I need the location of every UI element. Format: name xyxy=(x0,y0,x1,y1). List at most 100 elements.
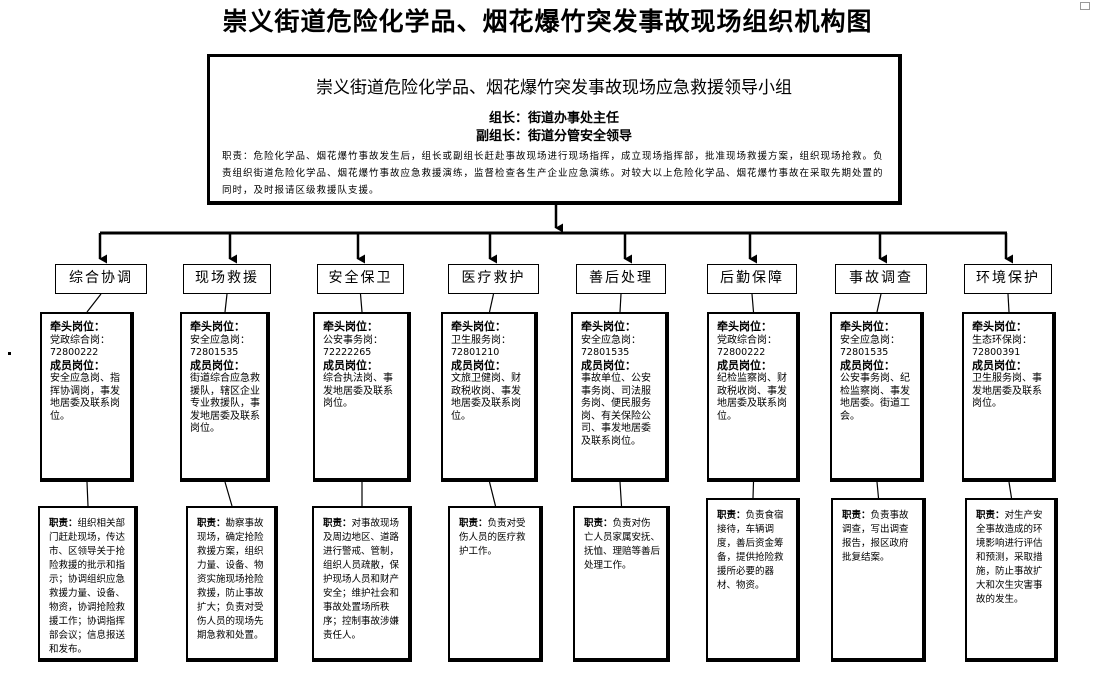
lead-position: 党政综合岗： xyxy=(50,334,110,346)
member-positions: 卫生服务岗、事发地居委及联系岗位。 xyxy=(972,373,1042,409)
phone-number: 72801535 xyxy=(840,347,889,358)
group-leader: 组长：街道办事处主任 xyxy=(488,111,619,126)
department-duty-box: 职责：勘察事故现场，确定抢险救援方案，组织力量、设备、物资实施现场抢险救援，防止… xyxy=(186,506,278,662)
unit-to-duty-connector xyxy=(224,481,233,507)
lead-position: 公安事务岗： xyxy=(323,334,383,346)
member-positions-label: 成员岗位： xyxy=(717,358,772,372)
department-label: 综合协调 xyxy=(55,264,147,294)
department-label: 环境保护 xyxy=(964,264,1052,294)
member-positions-label: 成员岗位： xyxy=(840,358,895,372)
duty-label: 职责： xyxy=(717,510,746,521)
duty-label: 职责： xyxy=(323,518,352,529)
member-positions: 街道综合应急救援队，辖区企业专业救援队，事发地居委及联系岗位。 xyxy=(190,373,260,434)
unit-to-duty-connector xyxy=(752,481,755,499)
phone-number: 72800391 xyxy=(972,347,1021,358)
phone-number: 72800222 xyxy=(50,347,99,358)
member-positions-label: 成员岗位： xyxy=(451,358,506,372)
member-positions-label: 成员岗位： xyxy=(190,358,245,372)
duty-label: 职责： xyxy=(842,510,871,521)
duty-text: 对生产安全事故造成的环境影响进行评估和预测，采取措施，防止事故扩大和次生灾害事故… xyxy=(976,510,1043,605)
department-label: 安全保卫 xyxy=(317,264,404,294)
dept-to-unit-connector xyxy=(224,293,228,313)
member-positions-label: 成员岗位： xyxy=(50,358,105,372)
member-positions-label: 成员岗位： xyxy=(581,358,636,372)
phone-number: 72800222 xyxy=(717,347,766,358)
member-positions: 公安事务岗、纪检监察岗、事发地居委。街道工会。 xyxy=(840,373,910,422)
dept-to-unit-connector xyxy=(619,293,622,313)
department-duty-box: 职责：负责事故调查，写出调查报告，报区政府批复结案。 xyxy=(831,498,926,662)
dept-to-unit-connector xyxy=(751,293,755,313)
phone-number: 72801210 xyxy=(451,347,500,358)
duty-text: 对事故现场及周边地区、道路进行警戒、管制，组织人员疏散，保护现场人员和财产安全；… xyxy=(323,518,400,641)
unit-to-duty-connector xyxy=(619,481,623,507)
department-duty-box: 职责：对生产安全事故造成的环境影响进行评估和预测，采取措施，防止事故扩大和次生灾… xyxy=(965,498,1058,662)
lead-position: 安全应急岗： xyxy=(840,334,900,346)
department-label: 后勤保障 xyxy=(707,264,797,294)
duty-text: 组织相关部门赶赴现场，传达市、区领导关于抢险救援的批示和指示；协调组织应急救援力… xyxy=(49,518,126,655)
duty-label: 职责： xyxy=(49,518,78,529)
duty-text: 负责对伤亡人员家属安抚、抚恤、理赔等善后处理工作。 xyxy=(584,518,661,571)
department-duty-box: 职责：负责食宿接待，车辆调度，善后资金筹备，提供抢险救援所必要的器材、物资。 xyxy=(706,498,800,662)
lead-position: 卫生服务岗： xyxy=(451,334,511,346)
lead-position-label: 牵头岗位： xyxy=(451,320,506,333)
unit-to-duty-connector xyxy=(86,481,89,507)
duty-label: 职责： xyxy=(197,518,226,529)
member-positions: 安全应急岗、指挥协调岗，事发地居委及联系岗位。 xyxy=(50,373,120,422)
lead-position: 安全应急岗： xyxy=(581,334,641,346)
member-positions-label: 成员岗位： xyxy=(972,358,1027,372)
dept-to-unit-connector xyxy=(1007,293,1010,313)
phone-number: 72222265 xyxy=(323,347,372,358)
member-positions: 文旅卫健岗、财政税收岗、事发地居委及联系岗位。 xyxy=(451,373,521,422)
dept-to-unit-connector xyxy=(488,293,495,313)
lead-position-label: 牵头岗位： xyxy=(190,320,245,333)
duty-text: 负责食宿接待，车辆调度，善后资金筹备，提供抢险救援所必要的器材、物资。 xyxy=(717,510,784,591)
leadership-group-title: 崇义街道危险化学品、烟花爆竹突发事故现场应急救援领导小组 xyxy=(316,78,792,98)
duty-label: 职责： xyxy=(976,510,1005,521)
image-placeholder-icon xyxy=(1080,2,1090,10)
dept-to-unit-connector xyxy=(86,293,102,313)
department-duty-box: 职责：对事故现场及周边地区、道路进行警戒、管制，组织人员疏散，保护现场人员和财产… xyxy=(312,506,412,662)
department-label: 现场救援 xyxy=(183,264,271,294)
lead-position-label: 牵头岗位： xyxy=(717,320,772,333)
duty-label: 职责： xyxy=(459,518,488,529)
member-positions: 综合执法岗、事发地居委及联系岗位。 xyxy=(323,373,393,409)
department-duty-box: 职责：负责对受伤人员的医疗救护工作。 xyxy=(448,506,543,662)
dept-to-unit-connector xyxy=(876,293,882,313)
department-duty-box: 职责：组织相关部门赶赴现场，传达市、区领导关于抢险救援的批示和指示；协调组织应急… xyxy=(38,506,138,662)
member-positions: 纪检监察岗、财政税收岗、事发地居委及联系岗位。 xyxy=(717,373,787,422)
duty-text: 勘察事故现场，确定抢险救援方案，组织力量、设备、物资实施现场抢险救援，防止事故扩… xyxy=(197,518,264,641)
member-positions-label: 成员岗位： xyxy=(323,358,378,372)
unit-to-duty-connector xyxy=(1008,481,1013,499)
phone-number: 72801535 xyxy=(190,347,239,358)
lead-position-label: 牵头岗位： xyxy=(840,320,895,333)
dept-to-unit-connector xyxy=(359,293,363,313)
lead-position: 党政综合岗： xyxy=(717,334,777,346)
lead-position-label: 牵头岗位： xyxy=(323,320,378,333)
department-label: 医疗救护 xyxy=(448,264,539,294)
lead-position-label: 牵头岗位： xyxy=(581,320,636,333)
page-title: 崇义街道危险化学品、烟花爆竹突发事故现场组织机构图 xyxy=(222,7,873,36)
lead-position-label: 牵头岗位： xyxy=(972,320,1027,333)
phone-number: 72801535 xyxy=(581,347,630,358)
duty-label: 职责： xyxy=(584,518,613,529)
department-label: 事故调查 xyxy=(835,264,927,294)
duty-text: 负责对受伤人员的医疗救护工作。 xyxy=(459,518,526,557)
leadership-group-box: 崇义街道危险化学品、烟花爆竹突发事故现场应急救援领导小组 组长：街道办事处主任 … xyxy=(207,54,902,205)
lead-position: 安全应急岗： xyxy=(190,334,250,346)
duty-text: 负责事故调查，写出调查报告，报区政府批复结案。 xyxy=(842,510,909,563)
department-label: 善后处理 xyxy=(576,264,666,294)
leadership-duty-text: 职责：危险化学品、烟花爆竹事故发生后，组长或副组长赶赴事故现场进行现场指挥，成立… xyxy=(222,151,884,196)
lead-position: 生态环保岗： xyxy=(972,334,1032,346)
department-duty-box: 职责：负责对伤亡人员家属安抚、抚恤、理赔等善后处理工作。 xyxy=(573,506,670,662)
lead-position-label: 牵头岗位： xyxy=(50,320,105,333)
deputy-group-leader: 副组长：街道分管安全领导 xyxy=(475,129,632,144)
